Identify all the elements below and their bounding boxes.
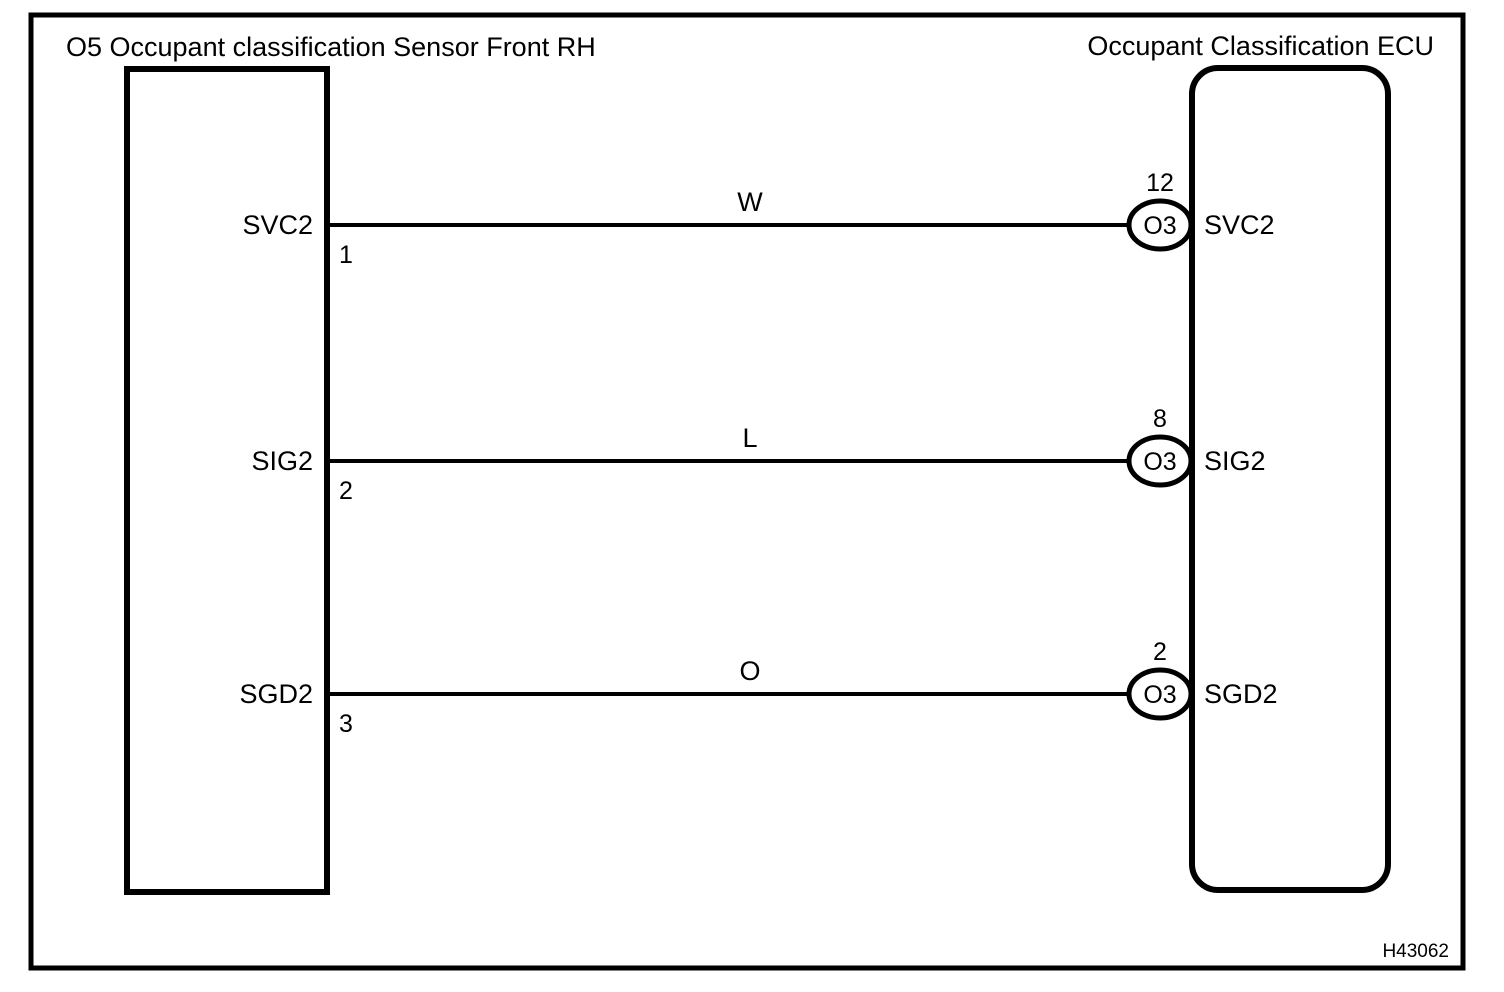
- connector-oval-svc2: [1126, 198, 1194, 252]
- left-terminal-label-sig2: SIG2: [251, 446, 313, 476]
- left-terminal-label-sgd2: SGD2: [239, 679, 313, 709]
- left-terminal-label-svc2: SVC2: [242, 210, 313, 240]
- sensor-connector-box: [124, 66, 330, 895]
- left-pin-number-svc2: 1: [339, 241, 353, 269]
- right-component-title: Occupant Classification ECU: [1087, 31, 1434, 61]
- ecu-box: [1189, 65, 1391, 893]
- reference-code: H43062: [1382, 941, 1449, 962]
- right-terminal-label-sgd2: SGD2: [1204, 679, 1278, 709]
- diagram-frame: [28, 12, 1466, 971]
- connection-row-sig2: SIG2 2 L 8 O3 SIG2: [251, 405, 1265, 505]
- wire-color-label-sgd2: O: [739, 656, 760, 686]
- connector-oval-sgd2: [1126, 667, 1194, 721]
- left-pin-number-sgd2: 3: [339, 710, 353, 738]
- left-pin-number-sig2: 2: [339, 477, 353, 505]
- left-component-title: O5 Occupant classification Sensor Front …: [66, 32, 596, 62]
- connector-oval-sig2: [1126, 434, 1194, 488]
- right-terminal-label-svc2: SVC2: [1204, 210, 1275, 240]
- connector-code-sgd2: O3: [1143, 681, 1176, 709]
- connector-code-sig2: O3: [1143, 448, 1176, 476]
- right-pin-number-svc2: 12: [1146, 169, 1174, 197]
- right-pin-number-sgd2: 2: [1153, 638, 1167, 666]
- right-pin-number-sig2: 8: [1153, 405, 1167, 433]
- connection-row-sgd2: SGD2 3 O 2 O3 SGD2: [239, 638, 1277, 738]
- right-terminal-label-sig2: SIG2: [1204, 446, 1266, 476]
- connector-code-svc2: O3: [1143, 212, 1176, 240]
- connection-row-svc2: SVC2 1 W 12 O3 SVC2: [242, 169, 1274, 269]
- wire-color-label-sig2: L: [742, 423, 757, 453]
- wire-color-label-svc2: W: [737, 187, 763, 217]
